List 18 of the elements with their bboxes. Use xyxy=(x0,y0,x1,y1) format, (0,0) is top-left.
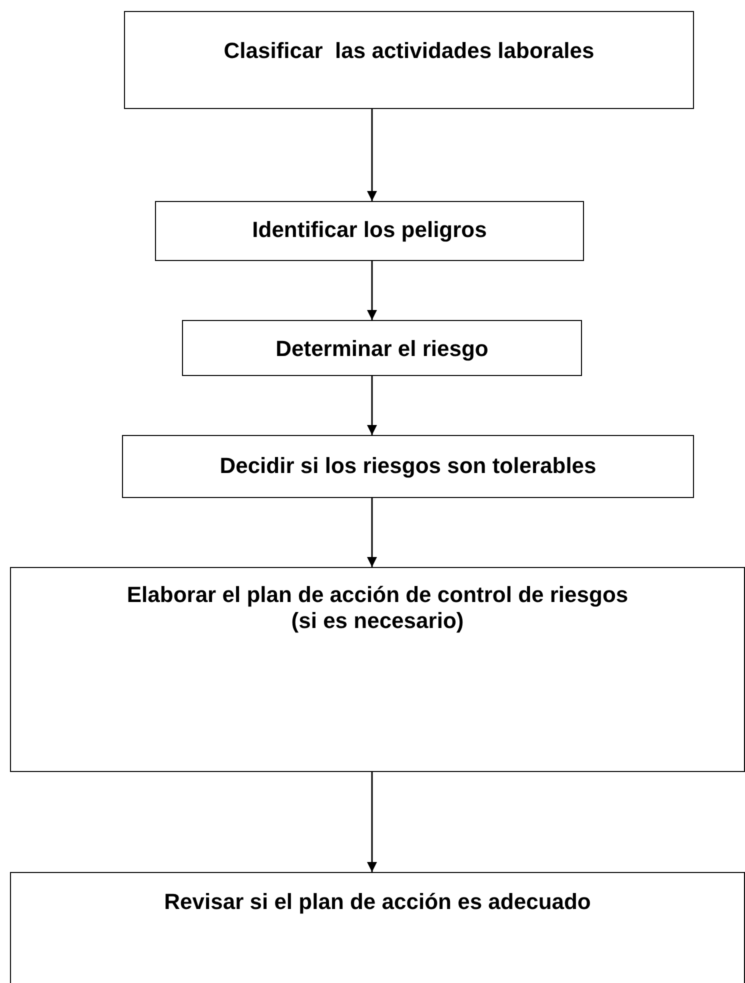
step-text: Clasificar las actividades laborales xyxy=(224,38,594,64)
process-box xyxy=(10,872,745,983)
arrow xyxy=(367,376,377,435)
arrow xyxy=(367,772,377,872)
step-text: Identificar los peligros xyxy=(252,217,487,243)
step-text: Revisar si el plan de acción es adecuado xyxy=(164,889,591,915)
process-box xyxy=(182,320,582,376)
arrow xyxy=(367,109,377,201)
process-box xyxy=(10,567,745,772)
arrow xyxy=(367,498,377,567)
step-text: (si es necesario) xyxy=(291,608,464,634)
step-text: Decidir si los riesgos son tolerables xyxy=(220,453,596,479)
step-text: Elaborar el plan de acción de control de riesgos xyxy=(126,582,628,608)
process-box xyxy=(122,435,694,498)
process-box xyxy=(124,11,694,109)
process-box xyxy=(155,201,584,261)
step-text: Determinar el riesgo xyxy=(276,336,488,362)
arrow xyxy=(367,261,377,320)
